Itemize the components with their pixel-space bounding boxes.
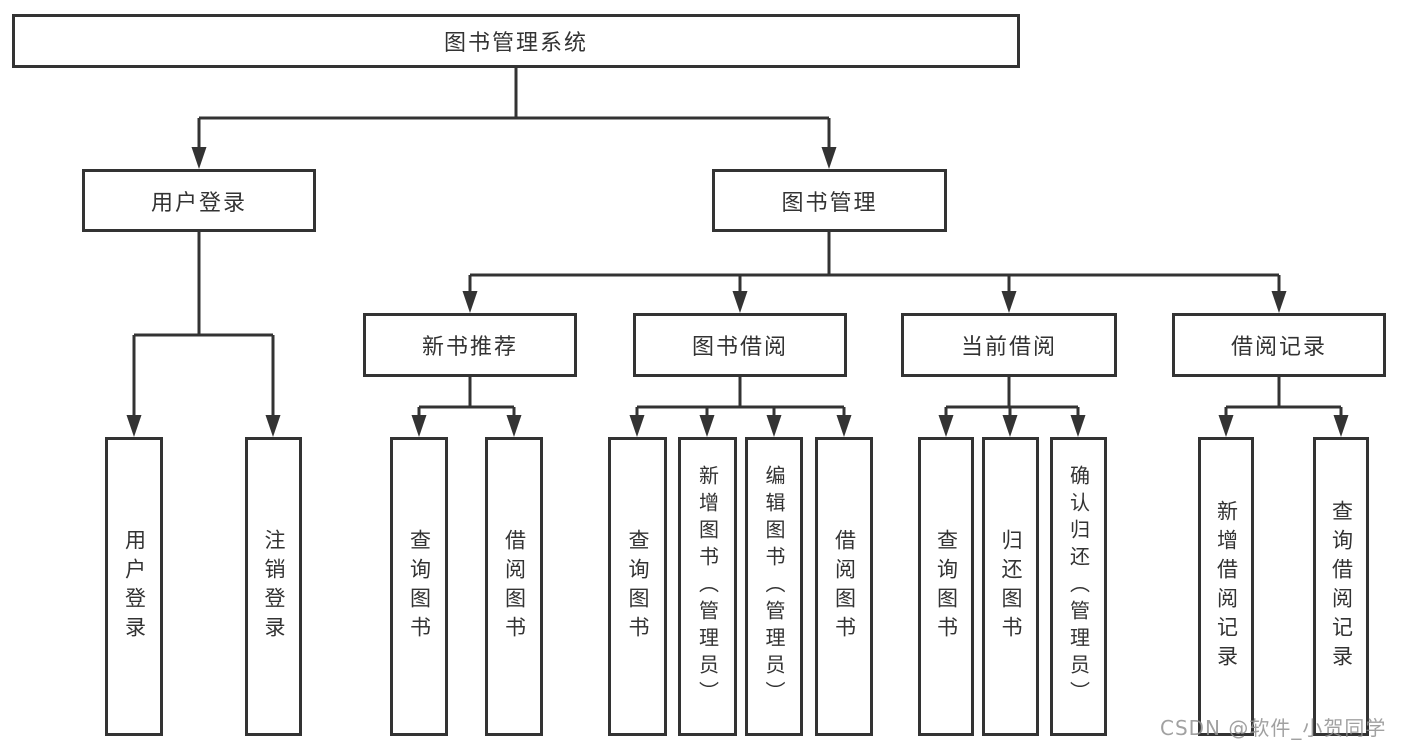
- tree-edges: [132, 68, 1343, 417]
- arrowheads: [126, 147, 1349, 437]
- node-label: 图书管理: [781, 190, 878, 216]
- leaf-user-login: 用户登录: [105, 437, 163, 736]
- node-label: 编辑图书（管理员）: [762, 465, 786, 708]
- node-label: 图书管理系统: [443, 31, 588, 56]
- node-label: 图书借阅: [691, 335, 788, 360]
- node-root: 图书管理系统: [12, 14, 1020, 68]
- leaf-borrow-borrow-books: 借阅图书: [815, 437, 873, 736]
- node-label: 查询图书: [407, 528, 432, 645]
- leaf-recommend-query-books: 查询图书: [390, 437, 448, 736]
- node-new-book-recommend: 新书推荐: [363, 313, 577, 377]
- node-book-management: 图书管理: [712, 169, 947, 232]
- csdn-watermark: CSDN @软件_小贺同学: [1160, 716, 1387, 740]
- node-label: 用户登录: [150, 190, 247, 216]
- leaf-logout: 注销登录: [245, 437, 302, 736]
- node-label: 新增图书（管理员）: [695, 465, 720, 708]
- leaf-borrow-edit-books-admin: 编辑图书（管理员）: [745, 437, 803, 736]
- node-label: 查询图书: [934, 528, 959, 645]
- leaf-borrow-add-books-admin: 新增图书（管理员）: [678, 437, 737, 736]
- node-label: 新增借阅记录: [1214, 499, 1239, 674]
- node-label: 用户登录: [122, 528, 147, 645]
- node-label: 借阅图书: [832, 528, 857, 645]
- node-label: 注销登录: [262, 528, 287, 645]
- leaf-records-add-record: 新增借阅记录: [1198, 437, 1254, 736]
- leaf-recommend-borrow-books: 借阅图书: [485, 437, 543, 736]
- node-label: 确认归还（管理员）: [1066, 465, 1091, 708]
- node-label: 查询图书: [626, 528, 651, 645]
- node-current-borrow: 当前借阅: [901, 313, 1117, 377]
- leaf-current-query-books: 查询图书: [918, 437, 974, 736]
- node-label: 归还图书: [999, 528, 1024, 645]
- node-user-login: 用户登录: [82, 169, 316, 232]
- node-label: 借阅记录: [1230, 335, 1327, 360]
- leaf-records-query-record: 查询借阅记录: [1313, 437, 1369, 736]
- leaf-borrow-query-books: 查询图书: [608, 437, 667, 736]
- node-book-borrow: 图书借阅: [633, 313, 847, 377]
- node-label: 当前借阅: [960, 335, 1057, 360]
- node-label: 查询借阅记录: [1329, 499, 1354, 674]
- leaf-current-return-books: 归还图书: [982, 437, 1039, 736]
- node-label: 借阅图书: [502, 528, 527, 645]
- node-label: 新书推荐: [421, 335, 518, 360]
- node-borrow-records: 借阅记录: [1172, 313, 1386, 377]
- leaf-current-confirm-return-admin: 确认归还（管理员）: [1050, 437, 1107, 736]
